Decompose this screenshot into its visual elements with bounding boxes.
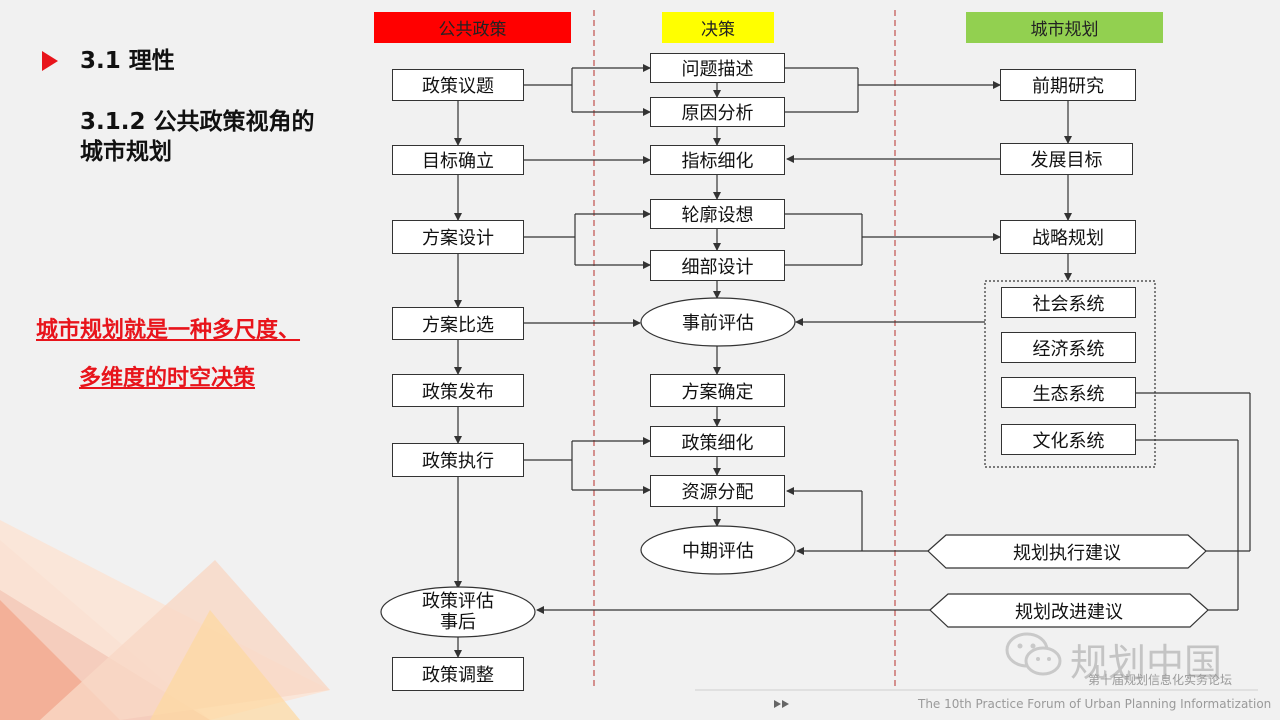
step-early-research: 前期研究 bbox=[1000, 69, 1136, 101]
system-ecology: 生态系统 bbox=[1001, 377, 1136, 408]
step-policy-adjust: 政策调整 bbox=[392, 657, 524, 691]
step-policy-release: 政策发布 bbox=[392, 374, 524, 407]
step-plan-confirm: 方案确定 bbox=[650, 374, 785, 407]
highlight-line1: 城市规划就是一种多尺度、 bbox=[36, 318, 301, 343]
evaluation-label-line2: 事后 bbox=[440, 612, 476, 633]
step-mid-evaluation: 中期评估 bbox=[682, 541, 754, 562]
footer-event-en: The 10th Practice Forum of Urban Plannin… bbox=[918, 697, 1272, 711]
watermark-brand: 规划中国 bbox=[1070, 641, 1223, 685]
wechat-logo-icon bbox=[1005, 632, 1062, 676]
section-arrow-icon bbox=[42, 51, 58, 71]
evaluation-label-line1: 政策评估 bbox=[422, 591, 494, 612]
step-cause-analysis: 原因分析 bbox=[650, 97, 785, 127]
step-resource-allocation: 资源分配 bbox=[650, 475, 785, 507]
step-indicator-refine: 指标细化 bbox=[650, 145, 785, 175]
system-social: 社会系统 bbox=[1001, 287, 1136, 318]
step-plan-compare: 方案比选 bbox=[392, 307, 524, 340]
header-public-policy: 公共政策 bbox=[374, 12, 571, 43]
highlight-line2: 多维度的时空决策 bbox=[79, 366, 256, 391]
planning-execution-advice: 规划执行建议 bbox=[1013, 542, 1121, 564]
step-goal-setting: 目标确立 bbox=[392, 145, 524, 175]
subsection-title-line2: 城市规划 bbox=[80, 139, 172, 165]
step-strategic-planning: 战略规划 bbox=[1000, 220, 1136, 254]
subsection-title-line1: 3.1.2 公共政策视角的 bbox=[80, 109, 315, 135]
step-policy-refine: 政策细化 bbox=[650, 426, 785, 457]
planning-improvement-advice: 规划改进建议 bbox=[1015, 601, 1123, 623]
section-title: 3.1 理性 bbox=[80, 48, 175, 74]
system-culture: 文化系统 bbox=[1001, 424, 1136, 455]
step-detail-design: 细部设计 bbox=[650, 250, 785, 281]
header-urban-planning: 城市规划 bbox=[966, 12, 1163, 43]
step-policy-execute: 政策执行 bbox=[392, 443, 524, 477]
step-problem-description: 问题描述 bbox=[650, 53, 785, 83]
header-decision: 决策 bbox=[662, 12, 774, 43]
step-policy-agenda: 政策议题 bbox=[392, 69, 524, 101]
step-pre-evaluation: 事前评估 bbox=[682, 313, 754, 334]
system-economic: 经济系统 bbox=[1001, 332, 1136, 363]
step-outline-concept: 轮廓设想 bbox=[650, 199, 785, 229]
step-plan-design: 方案设计 bbox=[392, 220, 524, 254]
watermark-event-cn: 第十届规划信息化实务论坛 bbox=[1088, 673, 1233, 687]
step-policy-evaluation: 政策评估 事后 bbox=[381, 588, 535, 636]
step-development-target: 发展目标 bbox=[1000, 143, 1133, 175]
